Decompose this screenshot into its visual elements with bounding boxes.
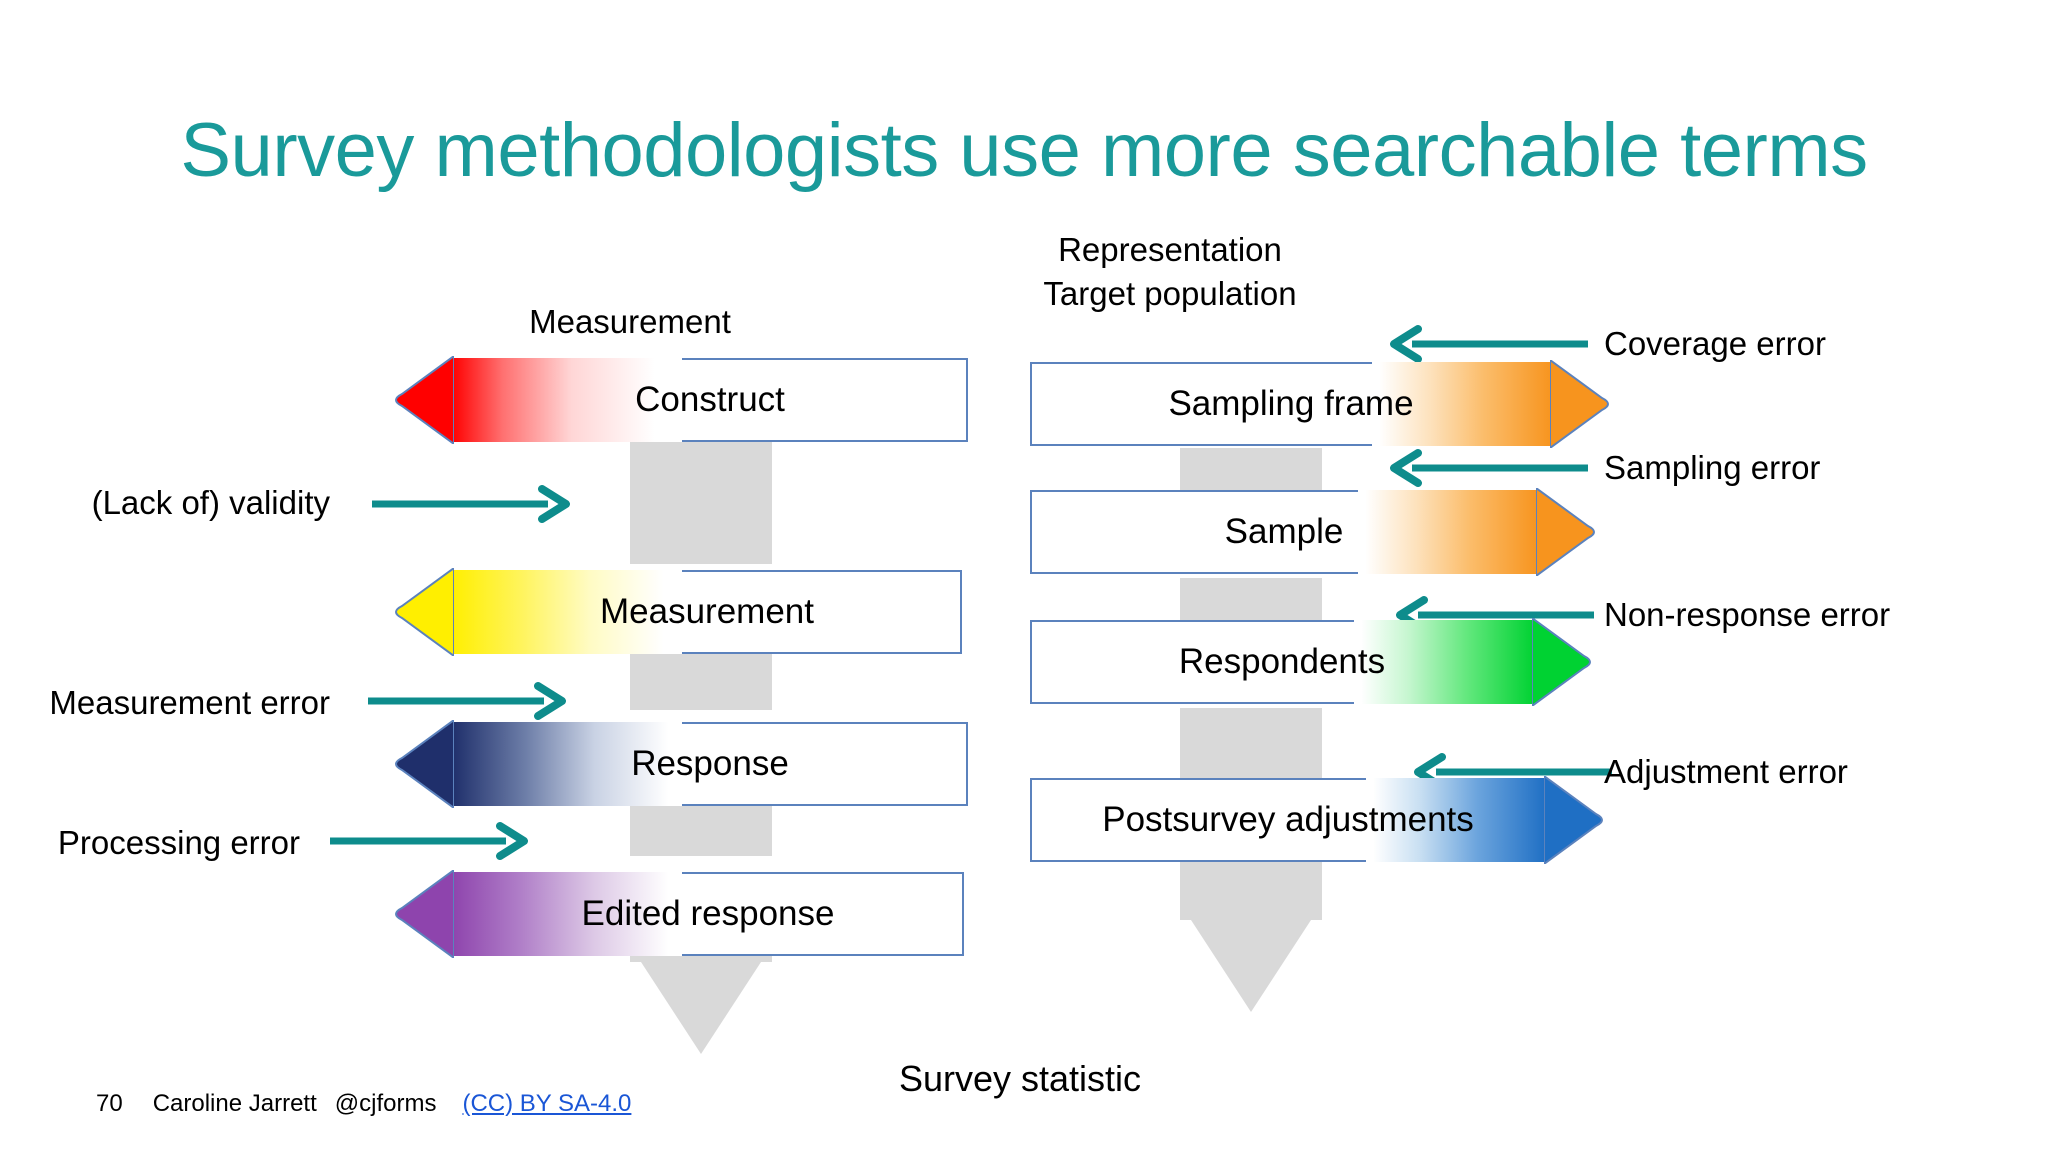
- error-arrow-lack-of-validity-icon: [372, 484, 570, 524]
- error-label-non-response-error: Non-response error: [1604, 596, 1891, 633]
- error-label-lack-of-validity: (Lack of) validity: [91, 484, 330, 521]
- stage-accent-gradient: [452, 872, 682, 956]
- stage-accent-gradient: [1366, 778, 1546, 862]
- error-label-adjustment-error: Adjustment error: [1604, 753, 1848, 790]
- stage-box-edited-response[interactable]: Edited response: [395, 870, 964, 958]
- representation-column-header: Representation Target population: [1043, 231, 1297, 312]
- stage-box-response[interactable]: Response: [395, 720, 968, 808]
- stage-arrow-point-icon: [388, 720, 454, 808]
- error-label-sampling-error: Sampling error: [1604, 449, 1821, 486]
- error-arrow-processing-error-icon: [330, 821, 528, 861]
- stage-accent-gradient: [452, 358, 682, 442]
- outcome-arrow-right-icon: [1191, 920, 1311, 1012]
- stage-accent-gradient: [452, 722, 682, 806]
- stage-accent-gradient: [1372, 362, 1552, 446]
- page-title: Survey methodologists use more searchabl…: [180, 108, 1868, 193]
- stage-arrow-point-icon: [388, 870, 454, 958]
- measurement-column-header: Measurement: [529, 303, 731, 340]
- stage-box-construct[interactable]: Construct: [395, 356, 968, 444]
- stage-box-sample[interactable]: Sample: [1030, 488, 1595, 576]
- outcome-arrow-left-icon: [641, 962, 761, 1054]
- connector-bar-left-1: [630, 442, 772, 564]
- outcome-label: Survey statistic: [898, 1058, 1142, 1099]
- footer-author: Caroline Jarrett: [152, 1090, 317, 1117]
- stage-box-measurement[interactable]: Measurement: [395, 568, 962, 656]
- error-arrow-measurement-error-icon: [368, 681, 566, 721]
- stage-arrow-point-icon: [1532, 618, 1598, 706]
- stage-arrow-point-icon: [388, 356, 454, 444]
- stage-box-postsurvey-adjustments[interactable]: Postsurvey adjustments: [1030, 776, 1603, 864]
- stage-box-respondents[interactable]: Respondents: [1030, 618, 1591, 706]
- stage-arrow-point-icon: [1550, 360, 1616, 448]
- stage-arrow-point-icon: [1536, 488, 1602, 576]
- footer-license-link[interactable]: (CC) BY SA-4.0: [462, 1090, 632, 1117]
- error-label-coverage-error: Coverage error: [1604, 325, 1826, 362]
- stage-arrow-point-icon: [1544, 776, 1610, 864]
- stage-accent-gradient: [452, 570, 682, 654]
- stage-accent-gradient: [1354, 620, 1534, 704]
- error-label-measurement-error: Measurement error: [49, 684, 330, 721]
- error-label-processing-error: Processing error: [57, 824, 300, 861]
- stage-arrow-point-icon: [388, 568, 454, 656]
- error-arrow-sampling-error-icon: [1390, 448, 1588, 488]
- footer-handle: @cjforms: [334, 1090, 437, 1117]
- stage-box-sampling-frame[interactable]: Sampling frame: [1030, 360, 1609, 448]
- footer: 70 Caroline Jarrett @cjforms (CC) BY SA-…: [96, 1090, 631, 1118]
- footer-page-number: 70: [96, 1090, 123, 1117]
- error-arrow-coverage-error-icon: [1390, 324, 1588, 364]
- stage-accent-gradient: [1358, 490, 1538, 574]
